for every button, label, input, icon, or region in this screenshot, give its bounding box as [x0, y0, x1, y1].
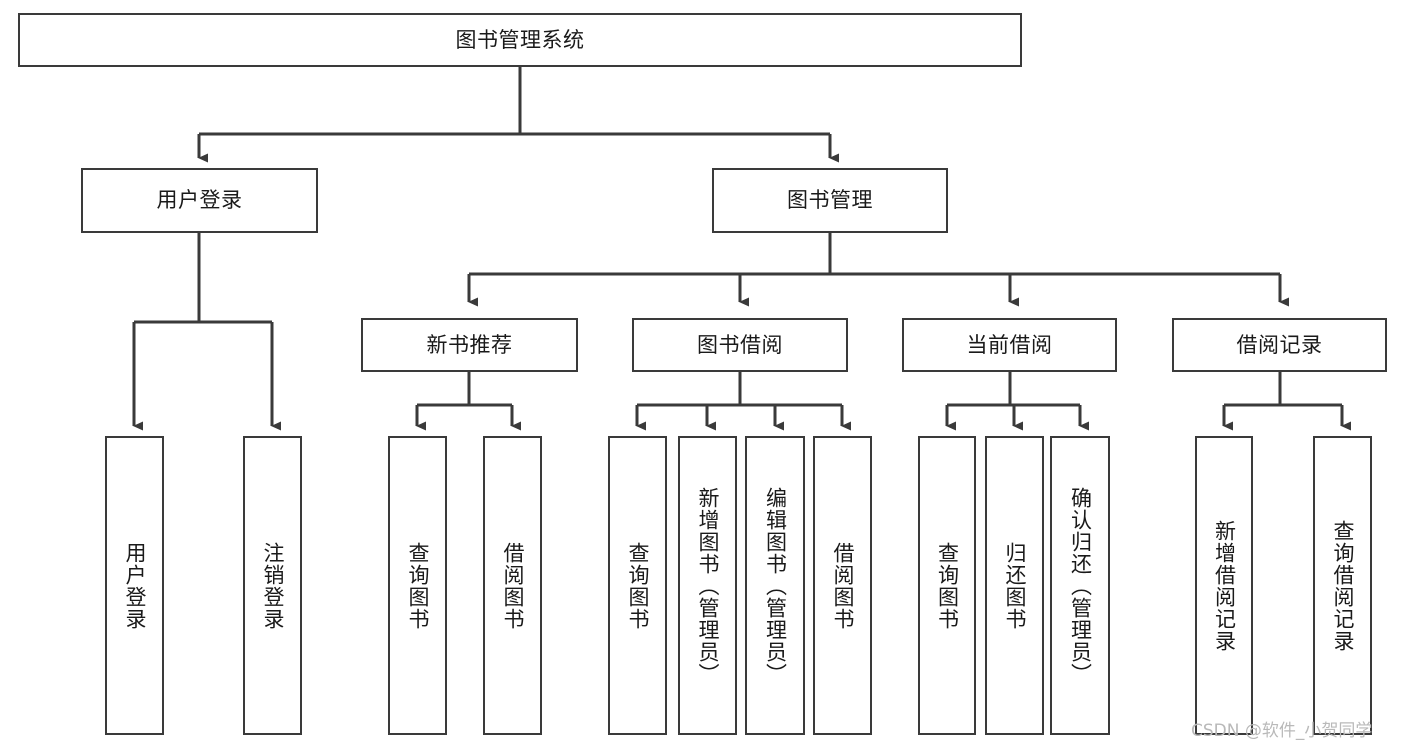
connector-newbook-to-leaves: [415, 372, 521, 431]
leaf-currentborrow-confirm-return[interactable]: 确认归还（管理员）: [1050, 436, 1110, 735]
node-label: 图书管理系统: [455, 27, 585, 52]
leaf-bookborrow-add-book[interactable]: 新增图书（管理员）: [678, 436, 737, 735]
leaf-user-login-logout[interactable]: 注销登录: [243, 436, 302, 735]
leaf-bookborrow-borrow-book[interactable]: 借阅图书: [813, 436, 872, 735]
leaf-bookborrow-edit-book[interactable]: 编辑图书（管理员）: [745, 436, 805, 735]
node-label: 图书借阅: [697, 332, 783, 357]
node-label: 查询图书: [935, 541, 960, 630]
node-borrow-record[interactable]: 借阅记录: [1172, 318, 1387, 372]
node-label: 编辑图书（管理员）: [763, 486, 788, 685]
node-root-system[interactable]: 图书管理系统: [18, 13, 1022, 67]
leaf-newbook-borrow-book[interactable]: 借阅图书: [483, 436, 542, 735]
node-label: 查询图书: [625, 541, 650, 630]
node-label: 新书推荐: [426, 332, 513, 357]
leaf-currentborrow-query-book[interactable]: 查询图书: [918, 436, 976, 735]
csdn-watermark: CSDN @软件_小贺同学: [1191, 721, 1373, 741]
node-current-borrow[interactable]: 当前借阅: [902, 318, 1117, 372]
leaf-borrowrecord-add-record[interactable]: 新增借阅记录: [1195, 436, 1253, 735]
connector-userlogin-to-leaves: [132, 233, 281, 431]
leaf-user-login-login[interactable]: 用户登录: [105, 436, 164, 735]
node-label: 借阅图书: [500, 541, 525, 630]
node-label: 用户登录: [122, 541, 147, 630]
leaf-borrowrecord-query-record[interactable]: 查询借阅记录: [1313, 436, 1372, 735]
node-label: 查询借阅记录: [1330, 519, 1355, 652]
node-label: 图书管理: [787, 188, 873, 213]
connector-root-to-level2: [197, 67, 839, 163]
connector-bookborrow-to-leaves: [635, 372, 851, 431]
node-book-management[interactable]: 图书管理: [712, 168, 948, 233]
node-label: 用户登录: [156, 188, 243, 213]
node-label: 归还图书: [1002, 541, 1027, 630]
node-book-borrow[interactable]: 图书借阅: [632, 318, 848, 372]
leaf-bookborrow-query-book[interactable]: 查询图书: [608, 436, 667, 735]
connector-bookmgmt-to-level3: [467, 233, 1289, 307]
node-label: 新增借阅记录: [1212, 519, 1237, 652]
node-user-login[interactable]: 用户登录: [81, 168, 318, 233]
node-new-book-recommend[interactable]: 新书推荐: [361, 318, 578, 372]
leaf-newbook-query-book[interactable]: 查询图书: [388, 436, 447, 735]
node-label: 注销登录: [260, 541, 285, 630]
leaf-currentborrow-return-book[interactable]: 归还图书: [985, 436, 1044, 735]
node-label: 当前借阅: [966, 332, 1053, 357]
node-label: 查询图书: [405, 541, 430, 630]
node-label: 借阅记录: [1236, 332, 1323, 357]
node-label: 借阅图书: [830, 541, 855, 630]
node-label: 确认归还（管理员）: [1068, 486, 1093, 685]
node-label: 新增图书（管理员）: [695, 486, 720, 685]
connector-currentborrow-to-leaves: [945, 372, 1089, 431]
connector-borrowrecord-to-leaves: [1222, 372, 1351, 431]
